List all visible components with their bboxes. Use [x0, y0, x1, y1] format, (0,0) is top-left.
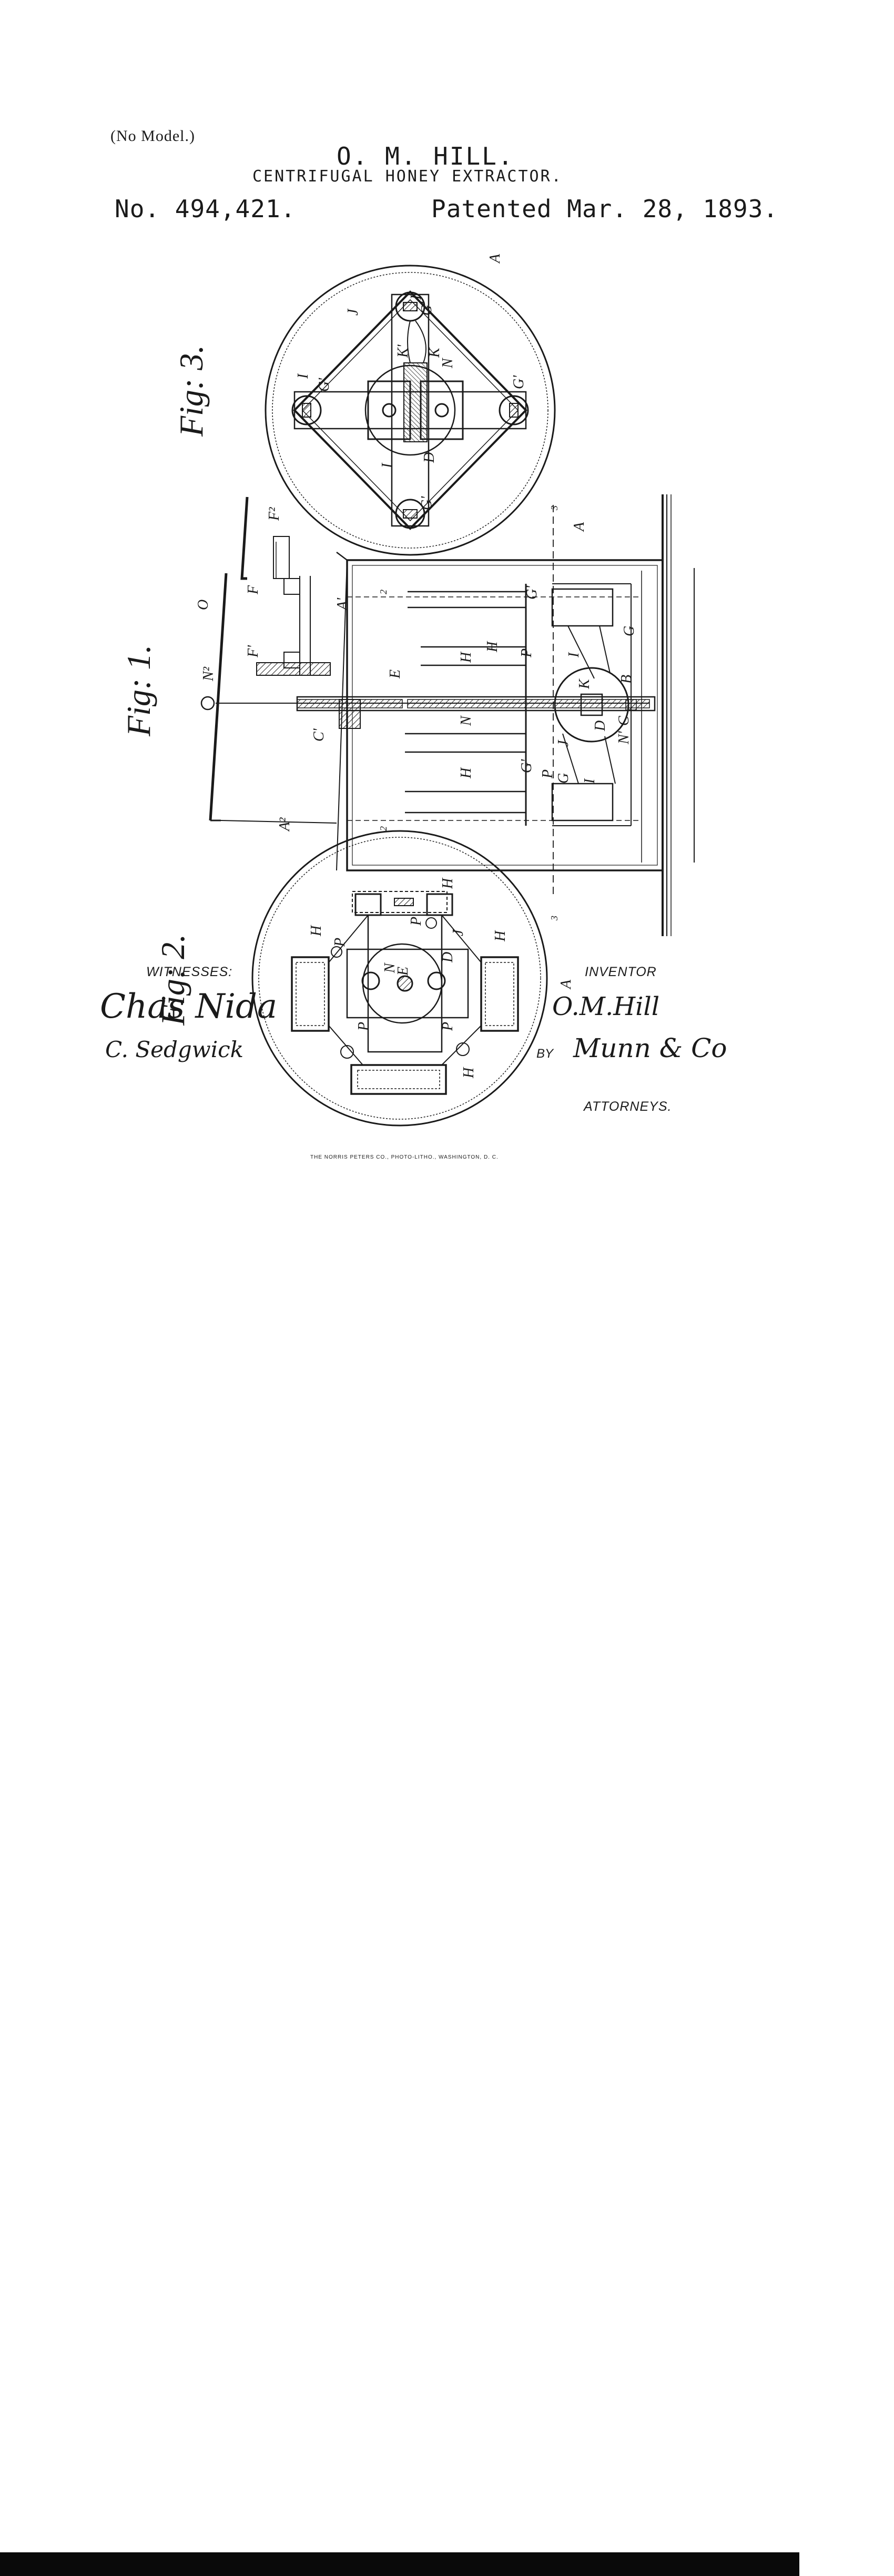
ref-H-fig1-mid: H — [484, 641, 501, 653]
fig1-label: Fig: 1. — [120, 645, 157, 737]
ref-H-fig2-top: H — [440, 877, 456, 889]
ref-P-fig2-top: P — [408, 917, 424, 926]
section-2-top: 2 — [378, 590, 389, 594]
ref-D-fig2: D — [440, 952, 456, 963]
ref-G1-fig3-left: G' — [316, 378, 332, 392]
witness-signature-2: C. Sedgwick — [105, 1037, 243, 1062]
section-2-bottom: 2 — [378, 826, 389, 831]
ref-G-fig1-bottom: G — [555, 773, 572, 784]
ref-J-fig1: J — [555, 739, 572, 747]
patent-drawings: A I G' J K' K N I G' G' D I G' F² O F F'… — [100, 253, 727, 1127]
ref-I-fig3-bottom: I — [379, 462, 395, 469]
ref-I-fig3-left: I — [295, 373, 311, 379]
section-3-top: 3 — [549, 505, 560, 511]
ref-I-fig1: I — [566, 652, 582, 658]
ref-N-fig2: N — [382, 962, 398, 973]
ref-H-fig1-top: H — [458, 651, 474, 663]
ref-E: E — [387, 670, 403, 679]
ref-H-fig2-right: H — [492, 930, 509, 942]
reference-letters: A I G' J K' K N I G' G' D I G' F² O F F'… — [195, 253, 637, 1079]
fig2-top-view — [251, 830, 548, 1127]
ref-I-fig3-top: I — [408, 294, 424, 300]
ref-J-fig2: J — [450, 929, 466, 936]
ref-G1-fig1-bottom: G' — [519, 759, 535, 773]
inventor-name: O. M. HILL. — [337, 142, 514, 170]
fig3-label: Fig: 3. — [172, 345, 210, 437]
ref-A-fig1: A — [571, 522, 587, 532]
ref-I-fig1-bottom: I — [582, 778, 598, 784]
witness-signature-1: Chas Nida — [100, 987, 277, 1026]
ref-P-fig2-left: P — [332, 938, 348, 947]
ref-C1: C' — [311, 728, 327, 742]
patent-sheet: { "header": { "no_model": "(No Model.)",… — [0, 127, 894, 2576]
ref-N-fig3: N — [440, 358, 456, 369]
ref-P-fig2-bottom-left: P — [355, 1022, 372, 1031]
patent-number: No. 494,421. — [115, 195, 296, 223]
ref-H-fig2-left: H — [308, 925, 324, 937]
inventor-signature: O.M.Hill — [552, 992, 659, 1021]
ref-G1-fig1-top: G' — [524, 585, 540, 600]
ref-A2: A² — [277, 817, 293, 832]
attorney-signature: Munn & Co — [573, 1033, 727, 1063]
scan-bottom-edge — [0, 1275, 894, 2576]
ref-B: B — [618, 675, 635, 684]
fig2-label: Fig: 2. — [154, 934, 191, 1026]
ref-F: F — [245, 585, 261, 595]
ref-H-fig1-bottom: H — [458, 767, 474, 779]
ref-A-fig2: A — [558, 979, 574, 990]
ref-A1: A' — [334, 597, 351, 611]
witnesses-label: WITNESSES: — [146, 965, 233, 979]
fig3-top-view — [265, 265, 556, 556]
ref-K-fig3: K — [426, 347, 443, 358]
section-3-bottom: 3 — [549, 916, 560, 921]
ref-N-fig1: N — [458, 715, 474, 726]
scan-black-strip — [0, 2552, 799, 2576]
by-label: BY — [536, 1047, 554, 1061]
patent-date: Patented Mar. 28, 1893. — [431, 195, 778, 223]
ref-C: C — [616, 716, 632, 726]
ref-H-fig2-bottom: H — [461, 1067, 477, 1079]
ref-A-fig3: A — [487, 253, 503, 264]
patent-title: CENTRIFUGAL HONEY EXTRACTOR. — [252, 167, 563, 186]
ref-P-fig2-bottom-right: P — [440, 1022, 456, 1031]
ref-G-fig1: G — [621, 626, 637, 636]
ref-G1-fig3-bottom: G' — [419, 496, 435, 510]
ref-E-fig2: E — [395, 967, 411, 976]
ref-G1-fig3-right: G' — [511, 375, 527, 389]
ref-K1-fig3: K' — [395, 344, 411, 358]
fig1-side-section — [200, 494, 695, 936]
figure-labels: Fig: 3. Fig: 1. Fig: 2. — [120, 345, 210, 1026]
ref-P-fig1-bottom: P — [540, 769, 556, 779]
ref-N1: N' — [616, 731, 632, 745]
ref-D-fig1: D — [592, 721, 608, 732]
ref-G1-fig3-top: G' — [419, 301, 435, 316]
inventor-label: INVENTOR — [585, 965, 657, 979]
ref-N2: N² — [200, 666, 217, 682]
no-model-note: (No Model.) — [110, 127, 195, 145]
ref-O: O — [195, 600, 211, 610]
ref-P-fig1: P — [519, 648, 535, 658]
ref-D-fig3: D — [421, 452, 438, 463]
printer-credit: THE NORRIS PETERS CO., PHOTO-LITHO., WAS… — [310, 1154, 499, 1160]
ref-F1: F' — [245, 645, 261, 658]
ref-K-fig1: K — [576, 678, 593, 689]
signatures: Chas Nida C. Sedgwick O.M.Hill Munn & Co — [100, 987, 727, 1063]
attorneys-label: ATTORNEYS. — [584, 1099, 672, 1114]
ref-J-fig3: J — [345, 308, 361, 316]
ref-F2: F² — [266, 507, 282, 521]
